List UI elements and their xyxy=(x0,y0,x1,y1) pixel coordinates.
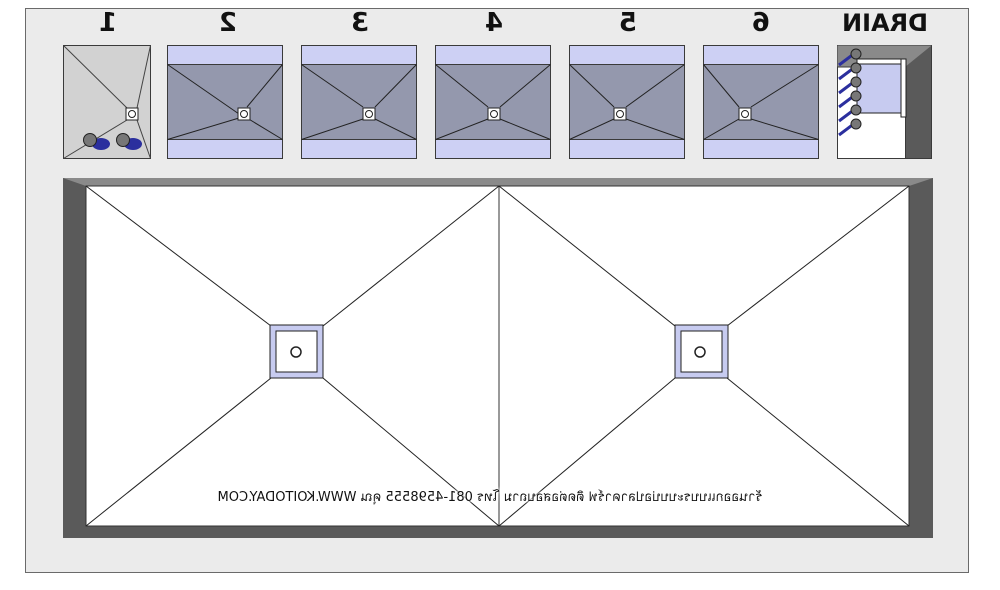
tank-tile-1 xyxy=(63,45,179,159)
tank-tile-6-drawing xyxy=(703,45,819,159)
tank-tile-2-drawing xyxy=(167,45,283,159)
tank-tile-4 xyxy=(435,45,551,159)
tank-tile-2 xyxy=(167,45,283,159)
left-drain-outlet xyxy=(290,346,302,358)
tank-label-6: 6 xyxy=(751,8,771,38)
pond-floor xyxy=(85,185,910,527)
tank-tile-4-drawing xyxy=(435,45,551,159)
tank-tile-1-drawing xyxy=(63,45,151,159)
tank-tile-3-drawing xyxy=(301,45,417,159)
drain-tile xyxy=(837,45,953,159)
watermark-text: ร้านออกแบบระบบบ่อปลาคาร์ฟ ติดต่อสอบถาม โ… xyxy=(217,490,763,505)
main-pond xyxy=(63,178,933,538)
right-drain-outlet xyxy=(694,346,706,358)
tank-tile-3 xyxy=(301,45,417,159)
tank-label-4: 4 xyxy=(484,8,504,38)
right-basin xyxy=(498,185,910,527)
tank-tile-5-drawing xyxy=(569,45,685,159)
left-basin xyxy=(85,185,500,527)
tank-label-1: 1 xyxy=(98,8,118,38)
tank-label-3: 3 xyxy=(350,8,370,38)
tank-tile-5 xyxy=(569,45,685,159)
tank-label-5: 5 xyxy=(618,8,638,38)
drain-tile-drawing xyxy=(837,45,932,159)
tank-label-2: 2 xyxy=(218,8,238,38)
drain-label: DRAIN xyxy=(842,9,928,37)
tank-tile-6 xyxy=(703,45,819,159)
